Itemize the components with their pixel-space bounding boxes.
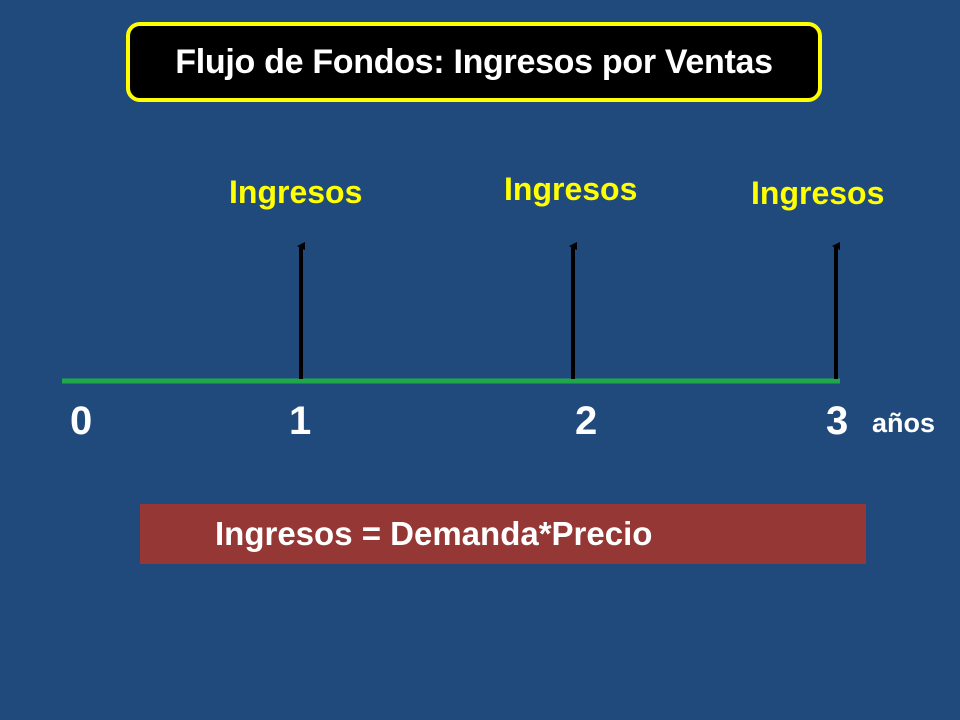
- cash-flow-label-year-2: Ingresos: [504, 171, 638, 207]
- slide-title: Flujo de Fondos: Ingresos por Ventas: [175, 42, 773, 81]
- formula-text: Ingresos = Demanda*Precio: [215, 515, 653, 552]
- tick-label-0: 0: [70, 399, 93, 443]
- cash-flow-label-year-1: Ingresos: [229, 174, 363, 210]
- formula-box: Ingresos = Demanda*Precio: [140, 504, 866, 564]
- cash-flow-label-year-3: Ingresos: [751, 175, 885, 211]
- tick-label-2: 2: [575, 399, 598, 443]
- tick-label-1: 1: [289, 399, 312, 443]
- timeline-unit-label: años: [872, 408, 936, 438]
- title-box: Flujo de Fondos: Ingresos por Ventas: [126, 22, 822, 102]
- tick-label-3: 3: [826, 399, 849, 443]
